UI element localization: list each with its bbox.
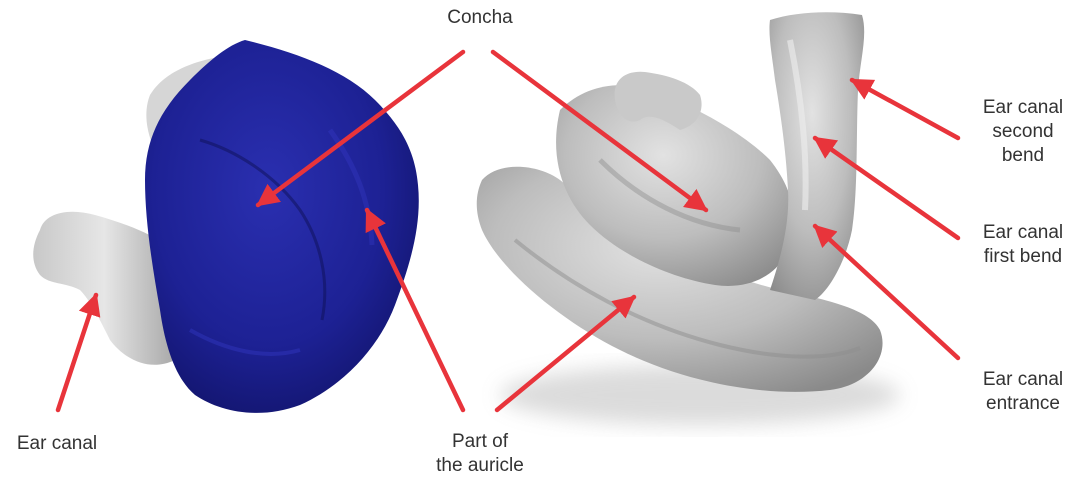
label-concha: Concha	[430, 6, 530, 30]
label-part-of-auricle: Part of the auricle	[420, 430, 540, 478]
label-ear-canal-second-bend: Ear canal second bend	[968, 96, 1078, 168]
arrow-ear-canal	[58, 295, 96, 410]
label-ear-canal-first-bend: Ear canal first bend	[968, 221, 1078, 269]
label-ear-canal-entrance: Ear canal entrance	[968, 368, 1078, 416]
right-ear-model	[477, 12, 900, 425]
blue-concha-shape	[145, 40, 419, 413]
arrow-second-bend	[852, 80, 958, 138]
label-ear-canal: Ear canal	[5, 432, 109, 456]
left-ear-impression	[33, 40, 419, 413]
